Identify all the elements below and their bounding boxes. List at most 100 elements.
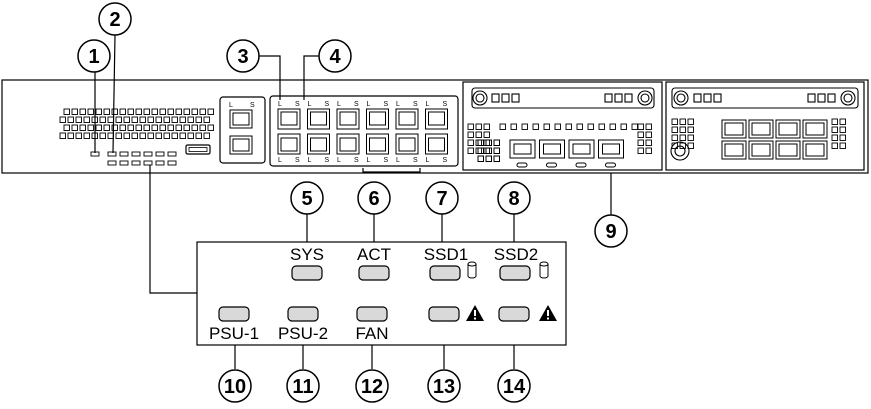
sfp-port-inner [778, 122, 798, 136]
vent-hole [75, 116, 82, 123]
vent-hole [123, 116, 130, 123]
chassis [1, 79, 869, 174]
vent-hole [620, 123, 627, 130]
rj45-port [366, 133, 389, 155]
vent-hole [477, 155, 484, 162]
vent-hole [475, 131, 482, 138]
vent-hole [485, 155, 492, 162]
vent-hole [637, 131, 644, 138]
port-speed-label: S [250, 102, 255, 109]
rj45-port [425, 108, 448, 130]
sfp-port [539, 139, 565, 159]
port-link-label: L [308, 101, 312, 108]
sfp-port [509, 139, 536, 159]
led-ssd1: SSD1 [424, 245, 477, 281]
rj45-port-inner [310, 137, 327, 152]
mgmt-port [229, 109, 253, 129]
rj45-port [395, 133, 419, 155]
led-sys-label: SYS [290, 245, 324, 264]
vent-hole [167, 108, 174, 115]
vent-hole [79, 108, 86, 115]
callout-4: 4 [318, 39, 352, 73]
led-fan: FAN [355, 306, 389, 343]
rj45-port [395, 108, 419, 130]
sfp-port-inner [805, 143, 825, 157]
vent-hole [139, 132, 146, 139]
callout-5-label: 5 [301, 188, 312, 210]
chassis-led [107, 151, 117, 157]
vent-hole [671, 118, 678, 125]
sfp-port [802, 119, 828, 139]
sfp-port-inner [513, 143, 532, 155]
chassis-led [107, 160, 117, 166]
vent-hole [63, 124, 70, 131]
vent-hole [645, 131, 652, 138]
vent-hole [839, 126, 846, 133]
sfp-port [802, 140, 828, 160]
led-psu2: PSU-2 [278, 306, 328, 343]
chassis-led [167, 160, 177, 166]
sfp-ports-module-1 [477, 139, 624, 168]
callout-7-label: 7 [436, 188, 447, 210]
vent-hole [131, 132, 138, 139]
vent-hole [645, 139, 652, 146]
rj45-port-inner [369, 111, 386, 126]
vent-hole [576, 123, 583, 130]
callout-9: 9 [594, 214, 628, 248]
led-ssd1-fault [428, 305, 484, 322]
vent-hole [483, 147, 490, 154]
callout-11: 11 [286, 369, 320, 403]
callout-13: 13 [427, 369, 461, 403]
vent-hole [831, 118, 838, 125]
vent-hole [103, 124, 110, 131]
vent-hole [475, 123, 482, 130]
led-detail-panel [196, 241, 567, 346]
vent-grid-left [59, 108, 214, 139]
port-link-label: L [229, 102, 233, 109]
disk-icon [467, 261, 477, 279]
vent-hole [147, 116, 154, 123]
sfp-port [748, 140, 774, 160]
vent-hole [155, 132, 162, 139]
sfp-port-inner [724, 143, 744, 157]
rj45-port [425, 133, 448, 155]
vent-hole [187, 132, 194, 139]
vent-hole [75, 132, 82, 139]
vent-hole [159, 108, 166, 115]
vent-hole [131, 116, 138, 123]
vent-hole [87, 124, 94, 131]
callout-12: 12 [355, 369, 389, 403]
rj45-port [277, 108, 301, 130]
vent-hole [199, 108, 206, 115]
disk-icon [539, 261, 549, 279]
chassis-led [119, 151, 129, 157]
rj45-port-inner [339, 111, 357, 126]
vent-hole [645, 147, 652, 154]
chassis-leds [90, 151, 177, 166]
vent-hole [598, 123, 605, 130]
vent-hole [485, 139, 492, 146]
led-act: ACT [357, 245, 391, 281]
vent-hole [483, 131, 490, 138]
vent-hole [143, 108, 150, 115]
callout-13-label: 13 [433, 376, 455, 398]
network-module-2 [670, 87, 859, 161]
port-speed-label: S [295, 157, 300, 164]
vent-hole [483, 123, 490, 130]
sfp-port-inner [805, 122, 825, 136]
vent-hole [467, 139, 474, 146]
vent-hole [171, 116, 178, 123]
vent-hole [587, 123, 594, 130]
callout-7: 7 [425, 181, 459, 215]
vent-hole [71, 108, 78, 115]
vent-hole [111, 108, 118, 115]
vent-hole [477, 147, 484, 154]
vent-hole [175, 124, 182, 131]
port-speed-label: S [354, 157, 359, 164]
vent-hole [71, 124, 78, 131]
port-speed-label: S [443, 157, 448, 164]
chassis-led [167, 151, 177, 157]
vent-hole [493, 147, 500, 154]
